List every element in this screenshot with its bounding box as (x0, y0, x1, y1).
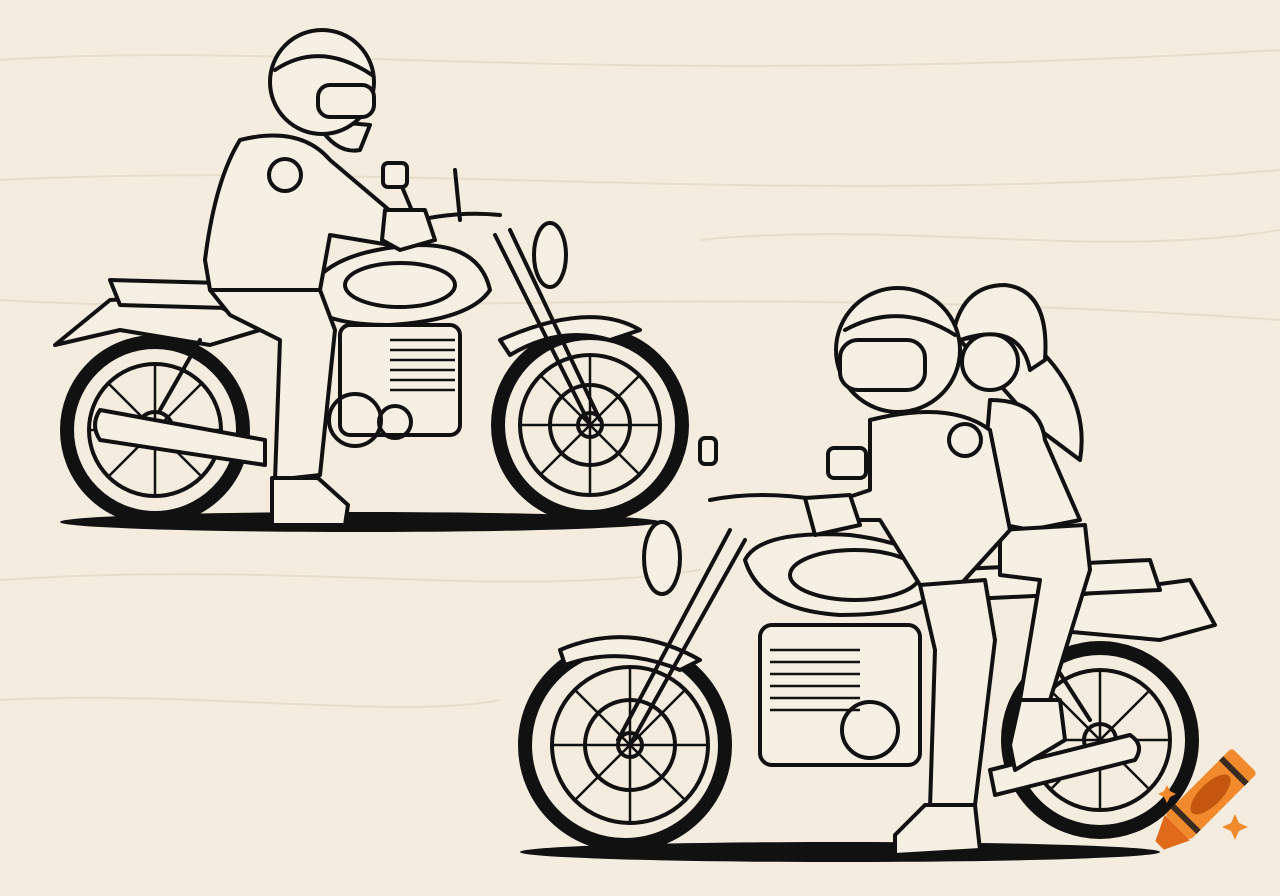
ground-shadow (60, 512, 660, 532)
rider-3-driver (803, 286, 1012, 857)
visor-goggles (838, 338, 927, 392)
helmet (950, 283, 1048, 372)
headlight (642, 520, 682, 596)
motorcycle-two-riders (518, 283, 1217, 862)
sparkle-icon (1222, 814, 1248, 840)
exhaust-pipe (93, 408, 267, 467)
mirror (381, 161, 409, 189)
boot (893, 803, 982, 857)
front-fork (616, 528, 747, 747)
engine (327, 323, 462, 448)
headlight (532, 221, 568, 289)
face (960, 332, 1020, 392)
rider-1 (203, 28, 437, 527)
motorcycle-solo-rider (53, 28, 689, 532)
glove (803, 493, 862, 537)
boot (270, 476, 350, 527)
mirror (826, 446, 868, 480)
front-fender (498, 315, 642, 357)
fuel-tank (303, 243, 492, 327)
rider-2-passenger (950, 283, 1092, 772)
ground-shadow (520, 842, 1160, 862)
pants (918, 578, 997, 810)
engine (758, 623, 922, 767)
jacket (203, 133, 397, 292)
glove (380, 208, 437, 252)
mirror (698, 436, 718, 466)
front-wheel (518, 638, 732, 852)
exhaust-pipe (988, 733, 1141, 797)
front-fork (493, 228, 602, 427)
boot (1008, 698, 1067, 772)
sparkle-icon (1158, 785, 1176, 803)
crayon-logo-icon (1155, 749, 1256, 850)
front-fender (558, 635, 702, 672)
goggles (316, 83, 376, 119)
rear-shock (158, 338, 202, 412)
